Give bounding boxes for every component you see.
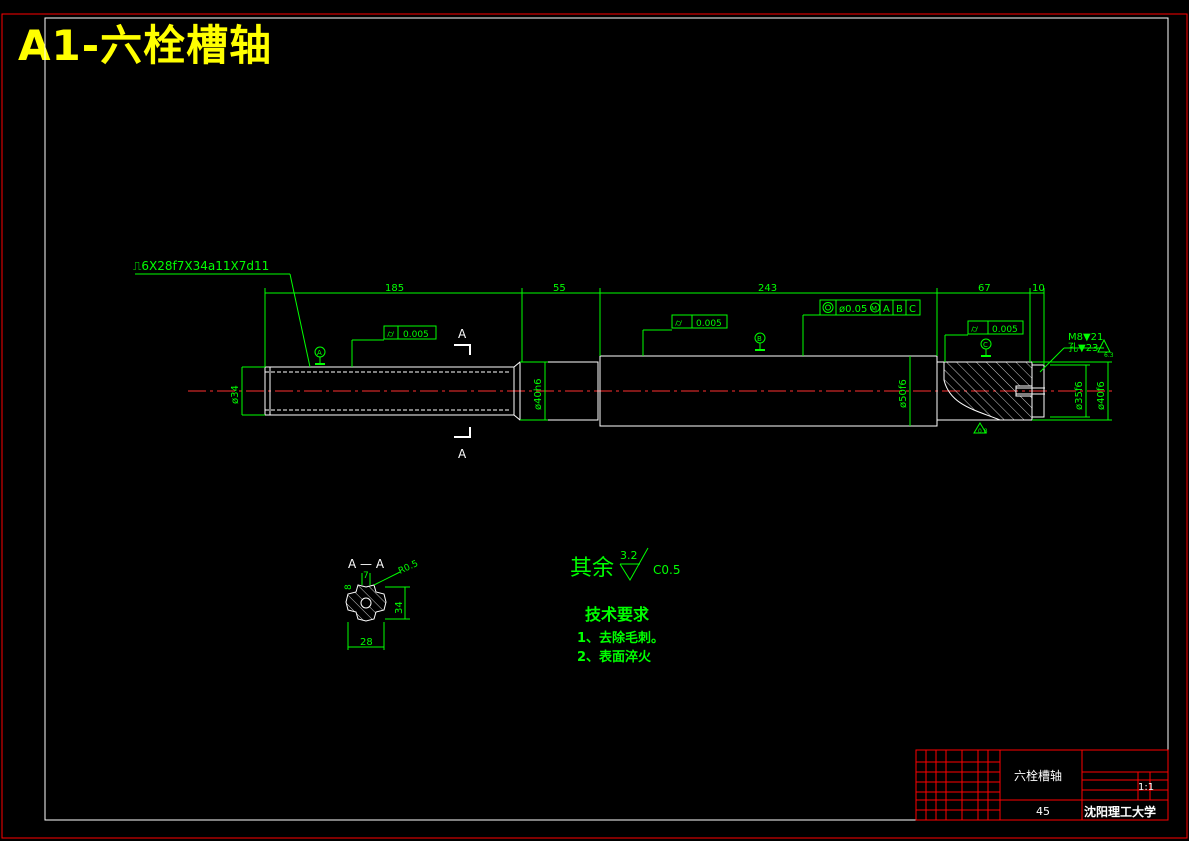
datum-ref-c: C — [909, 304, 916, 315]
datum-symbol-c: C — [980, 338, 992, 357]
surface-roughness-bottom: 0.8 — [978, 428, 988, 435]
section-mark-bottom-label: A — [458, 447, 467, 461]
title-block-part-name: 六栓槽轴 — [1014, 768, 1062, 783]
dim-dia-40f6: ø40f6 — [1096, 381, 1107, 410]
dim-len-55: 55 — [553, 283, 566, 294]
section-view-aa: A — A R0.5 7 8 34 28 — [344, 557, 420, 650]
svg-text:⌭: ⌭ — [387, 329, 395, 340]
dimension-lines — [135, 273, 1112, 426]
outer-frame — [1, 13, 1188, 839]
sheet-title: A1-六栓槽轴 — [18, 21, 273, 70]
datum-ref-b: B — [896, 304, 903, 315]
datum-symbol-b: B — [754, 332, 766, 351]
section-mark-top-label: A — [458, 327, 467, 341]
title-block-scale: 1:1 — [1138, 782, 1154, 793]
tolerance-value-1: 0.005 — [403, 330, 429, 340]
tech-req-heading: 技术要求 — [585, 605, 650, 624]
dim-len-243: 243 — [758, 283, 777, 294]
tolerance-value-3: 0.005 — [992, 325, 1018, 335]
tolerance-frame-2: ⌭ 0.005 — [671, 314, 728, 329]
thread-surface-roughness: 6.3 — [1104, 352, 1114, 359]
dim-dia-35f6: ø35f6 — [1074, 381, 1085, 410]
thread-note-line1: M8▼21 — [1068, 332, 1103, 343]
title-block-school: 沈阳理工大学 — [1084, 804, 1156, 819]
coaxiality-value: ø0.05 — [839, 304, 867, 315]
dim-len-185: 185 — [385, 283, 404, 294]
section-marker-bottom: A — [454, 427, 471, 461]
inner-frame — [44, 17, 1169, 821]
section-marker-top: A — [454, 327, 471, 355]
dim-dia-34: ø34 — [230, 385, 241, 404]
datum-c-label: C — [983, 341, 988, 349]
datum-b-label: B — [757, 335, 762, 343]
dim-len-67: 67 — [978, 283, 991, 294]
section-dim-r: R0.5 — [397, 559, 420, 577]
tech-req-item-2: 2、表面淬火 — [577, 650, 652, 665]
tech-req-item-1: 1、去除毛刺。 — [577, 631, 665, 646]
tolerance-frame-3: ⌭ 0.005 — [967, 320, 1024, 335]
section-dim-28: 28 — [360, 637, 373, 648]
datum-a-label: A — [317, 349, 322, 357]
title-block — [915, 749, 1169, 821]
section-dim-34: 34 — [394, 601, 405, 614]
datum-ref-a: A — [883, 304, 890, 315]
title-block-material: 45 — [1036, 805, 1050, 818]
roughness-value: 3.2 — [620, 549, 638, 562]
section-dim-7: 7 — [363, 571, 369, 581]
section-view-label: A — A — [348, 557, 385, 571]
tolerance-frame-coaxiality: ø0.05 M A B C — [819, 299, 921, 316]
svg-text:⌭: ⌭ — [971, 324, 979, 335]
roughness-note: 其余 3.2 C0.5 — [570, 547, 680, 581]
chamfer-note: C0.5 — [653, 563, 680, 577]
spline-callout: ⎍6X28f7X34a11X7d11 — [133, 259, 269, 273]
section-hatch — [943, 361, 1033, 421]
thread-note-line2: 孔▼23 — [1068, 342, 1098, 354]
svg-text:⌭: ⌭ — [675, 318, 683, 329]
dim-dia-50f6: ø50f6 — [898, 379, 909, 408]
tolerance-frame-1: ⌭ 0.005 — [383, 325, 437, 340]
datum-symbol-a: A — [314, 346, 326, 365]
dim-dia-40h6: ø40h6 — [533, 378, 544, 410]
tolerance-value-2: 0.005 — [696, 319, 722, 329]
coaxiality-modifier: M — [871, 305, 877, 313]
roughness-prefix: 其余 — [570, 556, 614, 581]
technical-requirements: 技术要求 1、去除毛刺。 2、表面淬火 — [577, 601, 664, 665]
dim-len-10: 10 — [1032, 283, 1045, 294]
section-dim-8: 8 — [344, 584, 354, 590]
